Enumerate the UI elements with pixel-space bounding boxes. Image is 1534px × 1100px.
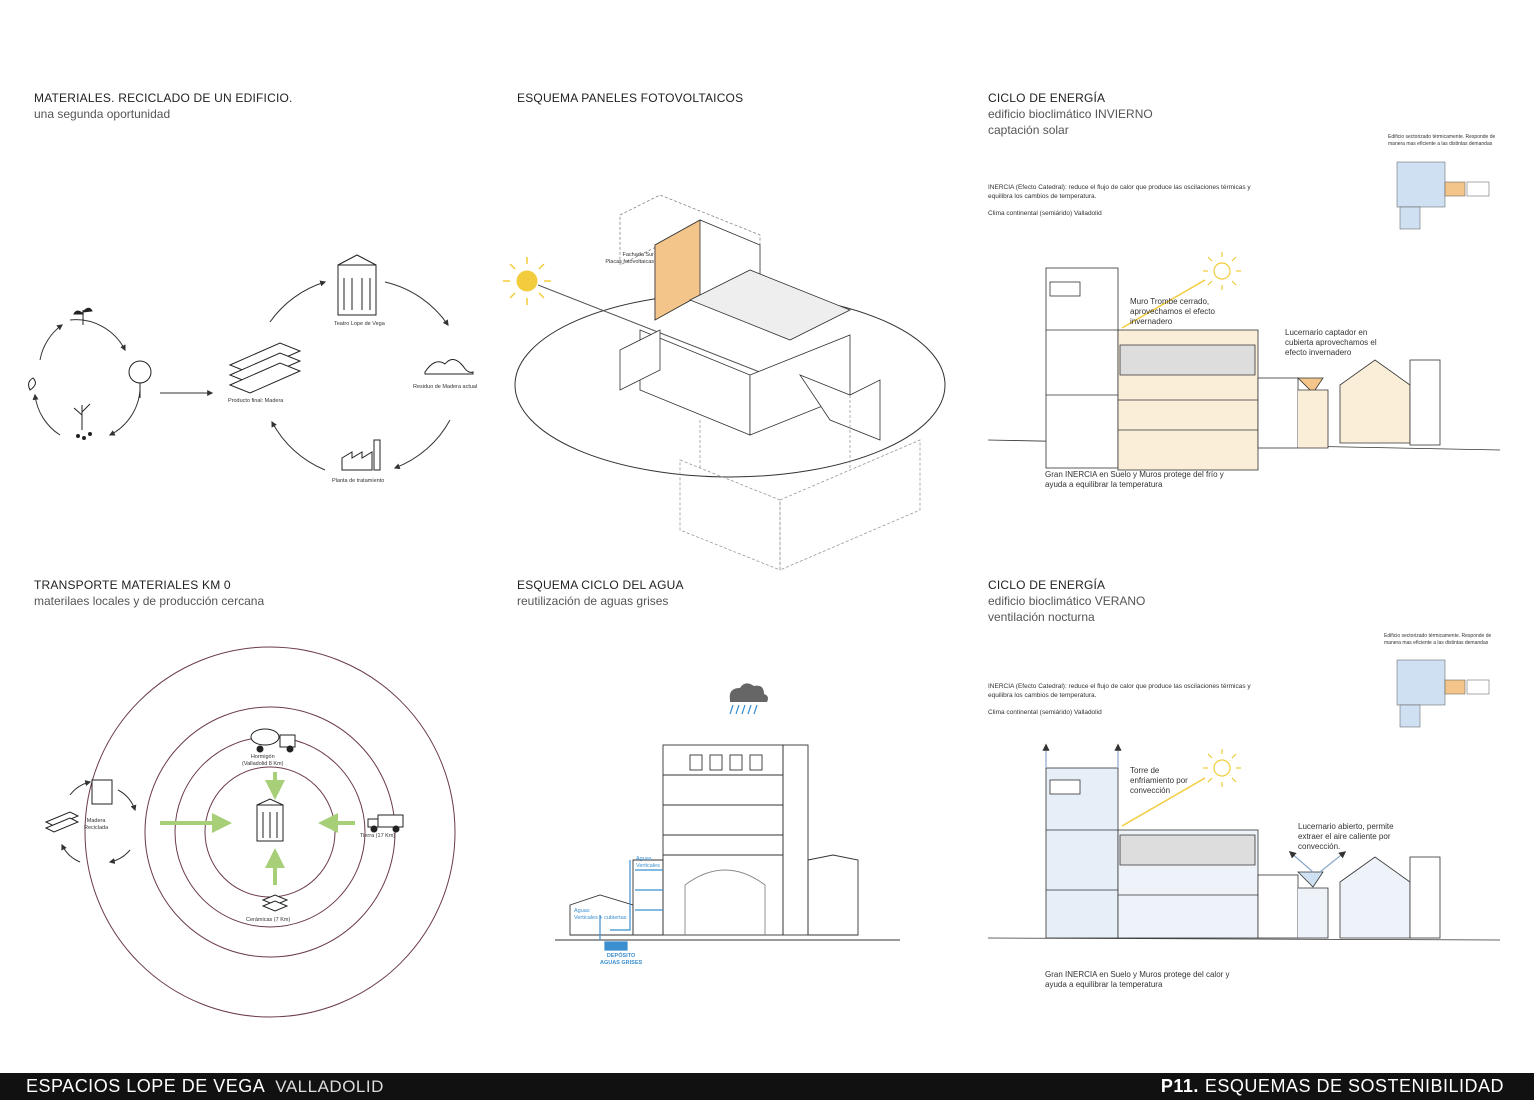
summer-sun-ray [1121,777,1206,827]
label-teatro: Teatro Lope de Vega [334,321,385,327]
winter-title: CICLO DE ENERGÍA [988,91,1106,105]
label-deposito: DEPÓSITO AGUAS GRISES [600,953,643,966]
green-arrows [160,772,355,885]
factory-icon [341,439,381,471]
materials-title: MATERIALES. RECICLADO DE UN EDIFICIO. [34,91,293,105]
rain-cloud-icon [729,683,768,715]
pv-title: ESQUEMA PANELES FOTOVOLTAICOS [517,91,744,105]
footer-project-name: ESPACIOS LOPE DE VEGA [26,1076,266,1096]
footer-page: P11. [1160,1076,1199,1096]
label-tierra: Tierra (17 Km) [360,833,396,839]
footer-project: ESPACIOS LOPE DE VEGA VALLADOLID [26,1076,384,1097]
summer-torre: Torre de enfriamiento por convección [1130,766,1188,795]
label-madera-reciclada: Madera Reciclada [84,818,109,831]
winter-corner-note: Edificio sectorizado térmicamente. Respo… [1388,134,1496,147]
sprout-icon [73,307,93,325]
materials-heading: MATERIALES. RECICLADO DE UN EDIFICIO. un… [34,90,293,122]
winter-inercia: INERCIA (Efecto Catedral): reduce el flu… [988,184,1251,200]
mini-lumber-icon [44,811,80,833]
transport-heading: TRANSPORTE MATERIALES KM 0 materilaes lo… [34,577,264,609]
pv-building [619,194,921,571]
summer-corner-note: Edificio sectorizado térmicamente. Respo… [1384,633,1492,646]
winter-sun-ray [1121,279,1206,329]
mini-theatre-icon [91,779,113,805]
water-section [555,744,900,941]
pv-heading: ESQUEMA PANELES FOTOVOLTAICOS [517,90,743,106]
label-aguas-cubiertas: Aguas Verticales + cubiertas [574,908,627,921]
leaf-icon [28,377,36,391]
winter-lucernario: Lucernario captador en cubierta aprovech… [1285,328,1377,357]
summer-gran-inercia: Gran INERCIA en Suelo y Muros protege de… [1045,970,1230,989]
label-planta: Planta de tratamiento [332,478,385,484]
summer-sun-icon [1203,749,1241,787]
materials-subtitle: una segunda oportunidad [34,107,171,121]
wood-residue-icon [424,359,474,375]
summer-clima: Clima continental (semiárido) Valladolid [988,709,1102,716]
label-residuo: Residuo de Madera actual [413,384,478,390]
label-fachada-sur: Fachada Sur Placas fotovoltaicas [605,252,654,265]
summer-heading: CICLO DE ENERGÍA edificio bioclimático V… [988,577,1145,625]
lumber-stack-icon [228,342,302,394]
small-cycle [32,319,141,436]
water-heading: ESQUEMA CICLO DEL AGUA reutilización de … [517,577,684,609]
km0-building-icon [256,798,284,842]
water-pipes [599,860,663,951]
theatre-facade-icon [337,254,377,316]
winter-gran-inercia: Gran INERCIA en Suelo y Muros protege de… [1045,470,1224,489]
winter-sun-icon [1203,252,1241,290]
label-hormigon: Hormigón (Valladolid 8 Km) [242,754,284,767]
water-subtitle: reutilización de aguas grises [517,594,669,608]
label-aguas-verticales: Aguas Verticales [636,856,660,869]
footer-section: P11.ESQUEMAS DE SOSTENIBILIDAD [1161,1076,1504,1097]
diagram-canvas [28,161,1501,1018]
recycle-mini-cycle [61,780,137,864]
tree-icon [128,360,152,398]
footer-city: VALLADOLID [275,1077,384,1096]
winter-section [987,267,1501,471]
summer-line2: ventilación nocturna [988,610,1095,624]
big-cycle [269,280,451,471]
dump-truck-icon [367,814,404,833]
footer-section-name: ESQUEMAS DE SOSTENIBILIDAD [1204,1076,1504,1096]
winter-clima: Clima continental (semiárido) Valladolid [988,210,1102,217]
summer-lucernario: Lucernario abierto, permite extraer el a… [1298,822,1394,851]
winter-line2: captación solar [988,123,1069,137]
water-title: ESQUEMA CICLO DEL AGUA [517,578,684,592]
label-ceramicas: Cerámicas (7 Km) [246,917,291,923]
concrete-truck-icon [250,728,296,753]
transport-title: TRANSPORTE MATERIALES KM 0 [34,578,231,592]
bare-tree-icon [73,403,92,440]
summer-inercia: INERCIA (Efecto Catedral): reduce el flu… [988,683,1251,699]
summer-title: CICLO DE ENERGÍA [988,578,1106,592]
summer-line1: edificio bioclimático VERANO [988,594,1146,608]
footer-bar: ESPACIOS LOPE DE VEGA VALLADOLID P11.ESQU… [0,1073,1534,1100]
winter-key-plan [1396,161,1490,230]
bricks-icon [261,894,289,912]
winter-muro-trombe: Muro Trombe cerrado, aprovechamos el efe… [1130,297,1215,326]
transport-subtitle: materilaes locales y de producción cerca… [34,594,265,608]
summer-key-plan [1396,659,1490,728]
label-producto: Producto final: Madera [228,398,284,404]
winter-heading: CICLO DE ENERGÍA edificio bioclimático I… [988,90,1153,138]
summer-section [987,767,1501,941]
convection-arrows [1042,743,1347,873]
pv-sun [503,257,551,305]
winter-line1: edificio bioclimático INVIERNO [988,107,1153,121]
